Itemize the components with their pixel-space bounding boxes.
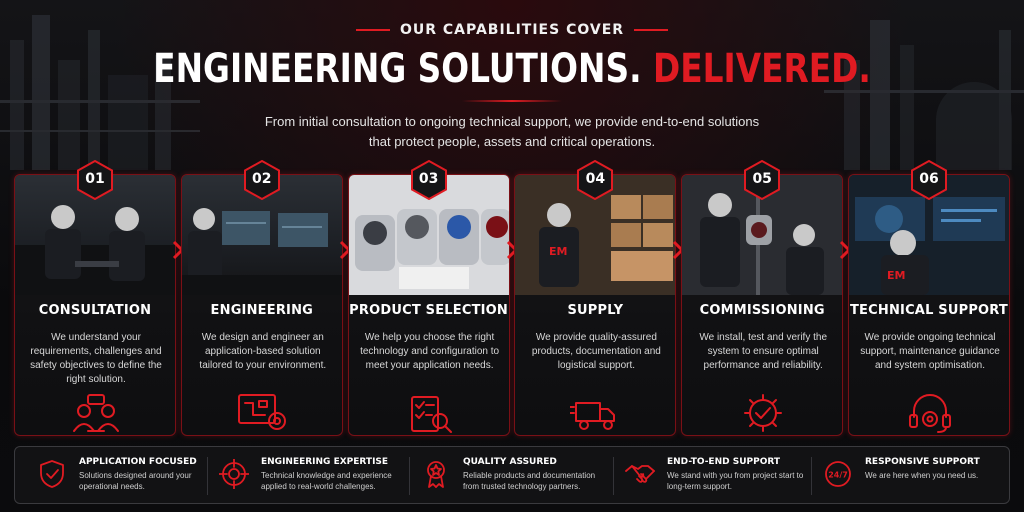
- feature-end-to-end-support: END-TO-END SUPPORT We stand with you from…: [625, 455, 813, 497]
- feature-divider: [409, 457, 410, 495]
- step-number: 03: [418, 171, 439, 187]
- step-title: PRODUCT SELECTION: [349, 303, 509, 318]
- step-photo: [348, 175, 509, 295]
- feature-description: We stand with you from project start to …: [667, 471, 804, 491]
- step-title: CONSULTATION: [38, 303, 152, 318]
- feature-description: Technical knowledge and experience appli…: [261, 471, 392, 491]
- eyebrow-heading: OUR CAPABILITIES COVER: [0, 22, 1024, 38]
- step-number-badge: 06: [909, 160, 949, 200]
- step-number: 05: [752, 171, 772, 187]
- delivery-truck-icon: [570, 402, 616, 430]
- feature-divider: [811, 457, 812, 495]
- step-description: We understand your requirements, challen…: [30, 332, 162, 385]
- feature-title: APPLICATION FOCUSED: [79, 457, 197, 467]
- step-title: COMMISSIONING: [699, 303, 825, 318]
- feature-divider: [207, 457, 208, 495]
- step-photo: [682, 175, 843, 295]
- step-number-badge: 02: [242, 160, 282, 200]
- shield-check-icon: [40, 460, 64, 488]
- headset-gear-icon: [909, 394, 951, 433]
- step-description: We design and engineer an application-ba…: [199, 332, 327, 371]
- feature-application-focused: APPLICATION FOCUSED Solutions designed ar…: [37, 455, 225, 497]
- step-card-consultation: CONSULTATION We understand your requireme…: [14, 174, 176, 436]
- step-number-badge: 05: [742, 160, 782, 200]
- feature-description: We are here when you need us.: [865, 471, 979, 480]
- step-number: 01: [85, 171, 105, 187]
- clock-24-7-icon: 24/7: [825, 461, 851, 487]
- gear-check-icon: [744, 394, 783, 432]
- icon-label: 24/7: [828, 471, 848, 480]
- step-card-technical-support: EM TECHNICAL SUPPORT We provide ongoing te…: [848, 174, 1010, 436]
- page-title: ENGINEERING SOLUTIONS. DELIVERED.: [92, 46, 932, 92]
- step-description: We provide ongoing technical support, ma…: [860, 332, 1000, 371]
- step-number-badge: 01: [75, 160, 115, 200]
- handshake-icon: [625, 465, 655, 483]
- step-number-badge: 03: [409, 160, 449, 200]
- eyebrow-line-left: [355, 29, 390, 31]
- award-ribbon-icon: [427, 461, 445, 488]
- feature-divider: [613, 457, 614, 495]
- title-underline: [462, 100, 562, 102]
- headline-main: ENGINEERING SOLUTIONS.: [153, 46, 642, 92]
- step-title: ENGINEERING: [210, 303, 314, 318]
- step-description: We install, test and verify the system t…: [699, 332, 828, 371]
- eyebrow-text: OUR CAPABILITIES COVER: [399, 22, 625, 38]
- svg-text:EM: EM: [549, 245, 567, 258]
- blueprint-gear-icon: [237, 394, 286, 430]
- feature-description: Reliable products and documentation from…: [463, 471, 596, 491]
- feature-title: QUALITY ASSURED: [463, 457, 557, 467]
- step-card-product-selection: PRODUCT SELECTION We help you choose the …: [347, 174, 510, 436]
- intro-text: From initial consultation to ongoing tec…: [264, 114, 760, 149]
- svg-text:EM: EM: [887, 269, 905, 282]
- step-title: SUPPLY: [567, 303, 624, 318]
- feature-description: Solutions designed around your operation…: [79, 471, 192, 491]
- team-discussion-icon: [73, 394, 119, 432]
- step-number: 04: [585, 171, 606, 187]
- industrial-plant-right-image: [824, 20, 1024, 170]
- feature-quality-assured: QUALITY ASSURED Reliable products and doc…: [421, 455, 609, 497]
- step-card-engineering: ENGINEERING We design and engineer an app…: [180, 174, 343, 436]
- step-description: We help you choose the right technology …: [360, 332, 500, 371]
- step-photo: EM: [515, 175, 676, 295]
- headline-accent: DELIVERED.: [652, 46, 871, 92]
- process-steps: CONSULTATION We understand your requireme…: [14, 160, 1010, 440]
- target-crosshair-icon: [219, 459, 249, 489]
- eyebrow-line-right: [634, 29, 669, 31]
- checklist-magnifier-icon: [410, 396, 452, 433]
- step-card-supply: EM SUPPLY We provide quality-assured produ…: [514, 174, 677, 436]
- feature-strip: APPLICATION FOCUSED Solutions designed ar…: [14, 446, 1010, 504]
- step-photo: [15, 175, 175, 295]
- step-card-commissioning: COMMISSIONING We install, test and verify…: [681, 174, 844, 436]
- step-title: TECHNICAL SUPPORT: [849, 303, 1009, 318]
- feature-engineering-expertise: ENGINEERING EXPERTISE Technical knowledge…: [219, 455, 407, 497]
- feature-title: ENGINEERING EXPERTISE: [261, 457, 389, 467]
- step-description: We provide quality-assured products, doc…: [531, 332, 661, 371]
- feature-responsive-support: 24/7 RESPONSIVE SUPPORT We are here when y…: [823, 455, 1011, 497]
- step-number: 02: [252, 171, 272, 187]
- industrial-plant-left-image: [0, 15, 200, 170]
- feature-title: RESPONSIVE SUPPORT: [865, 457, 980, 467]
- step-number: 06: [919, 171, 939, 187]
- step-number-badge: 04: [575, 160, 615, 200]
- feature-title: END-TO-END SUPPORT: [667, 457, 781, 467]
